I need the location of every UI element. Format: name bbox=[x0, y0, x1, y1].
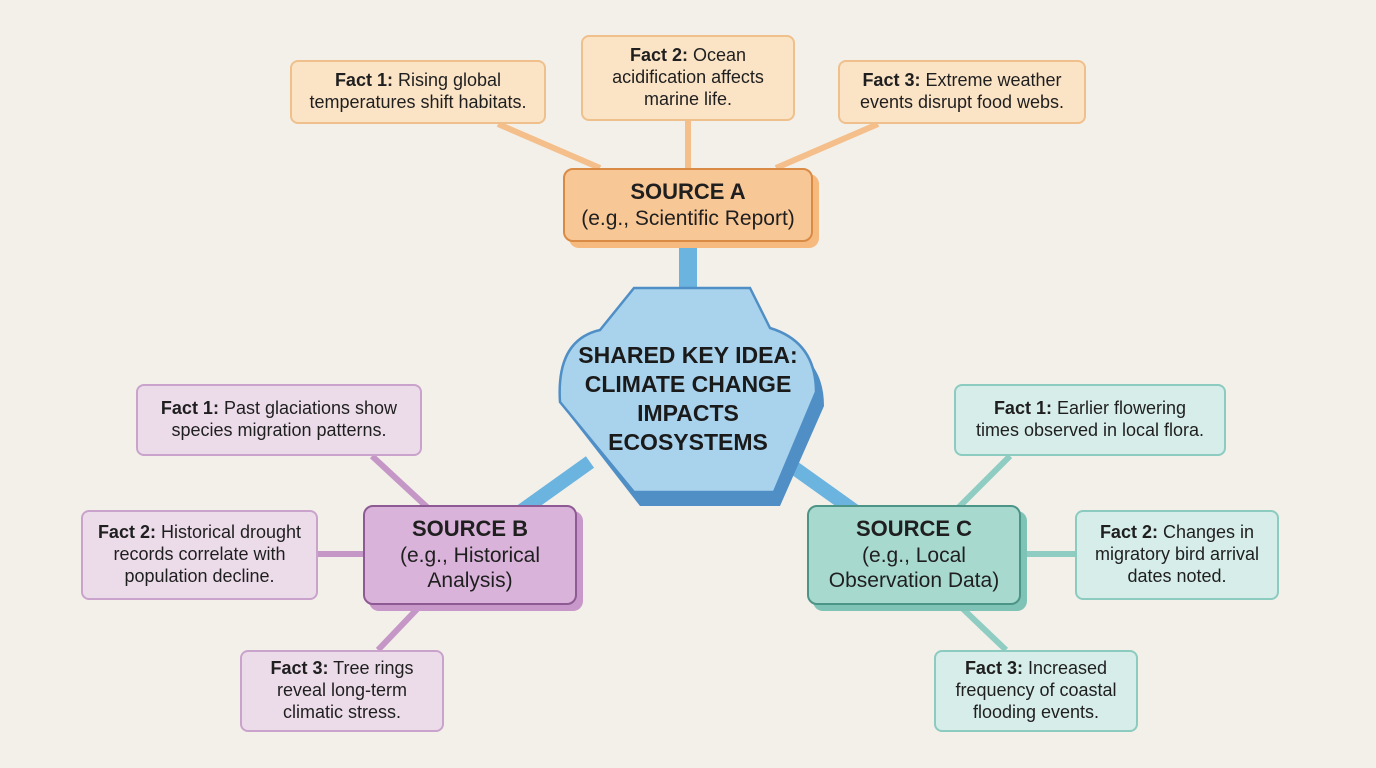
source-b-title: SOURCE B bbox=[411, 515, 529, 541]
link-a-fact-3 bbox=[774, 121, 880, 171]
link-c-fact-1 bbox=[955, 453, 1013, 511]
central-line-1: SHARED KEY IDEA: bbox=[578, 341, 798, 368]
source-c-node: SOURCE C (e.g., Local Observation Data) bbox=[807, 505, 1021, 605]
link-c-fact-3 bbox=[959, 605, 1009, 653]
source-b-fact-3: Fact 3: Tree rings reveal long-term clim… bbox=[240, 650, 444, 732]
source-a-subtitle: (e.g., Scientific Report) bbox=[581, 206, 795, 230]
central-line-2: CLIMATE CHANGE bbox=[584, 370, 792, 397]
source-a-fact-2: Fact 2: Ocean acidification affects mari… bbox=[581, 35, 795, 121]
source-b-subtitle-1: (e.g., Historical bbox=[399, 543, 541, 567]
source-a-node: SOURCE A (e.g., Scientific Report) bbox=[563, 168, 813, 242]
source-b-fact-1: Fact 1: Past glaciations show species mi… bbox=[136, 384, 422, 456]
source-c-fact-2: Fact 2: Changes in migratory bird arriva… bbox=[1075, 510, 1279, 600]
link-center-source-c bbox=[781, 456, 861, 518]
central-line-4: ECOSYSTEMS bbox=[608, 429, 768, 456]
link-b-fact-1 bbox=[369, 453, 431, 511]
source-b-fact-2: Fact 2: Historical drought records corre… bbox=[81, 510, 318, 600]
link-a-fact-1 bbox=[496, 121, 602, 171]
source-c-title: SOURCE C bbox=[855, 515, 973, 541]
source-c-fact-3: Fact 3: Increased frequency of coastal f… bbox=[934, 650, 1138, 732]
source-a-fact-1: Fact 1: Rising global temperatures shift… bbox=[290, 60, 546, 124]
source-a-title: SOURCE A bbox=[630, 178, 746, 204]
central-hexagon-shape bbox=[558, 286, 824, 506]
source-c-subtitle-2: Observation Data) bbox=[828, 569, 1000, 593]
link-b-fact-3 bbox=[375, 603, 423, 653]
source-b-subtitle-2: Analysis) bbox=[427, 569, 513, 593]
source-c-subtitle-1: (e.g., Local bbox=[862, 543, 966, 567]
source-a-fact-3: Fact 3: Extreme weather events disrupt f… bbox=[838, 60, 1086, 124]
source-b-node: SOURCE B (e.g., Historical Analysis) bbox=[363, 505, 577, 605]
central-idea-node: SHARED KEY IDEA: CLIMATE CHANGE IMPACTS … bbox=[556, 286, 824, 512]
source-c-fact-1: Fact 1: Earlier flowering times observed… bbox=[954, 384, 1226, 456]
central-line-3: IMPACTS bbox=[637, 400, 739, 426]
link-center-source-b bbox=[515, 456, 595, 518]
